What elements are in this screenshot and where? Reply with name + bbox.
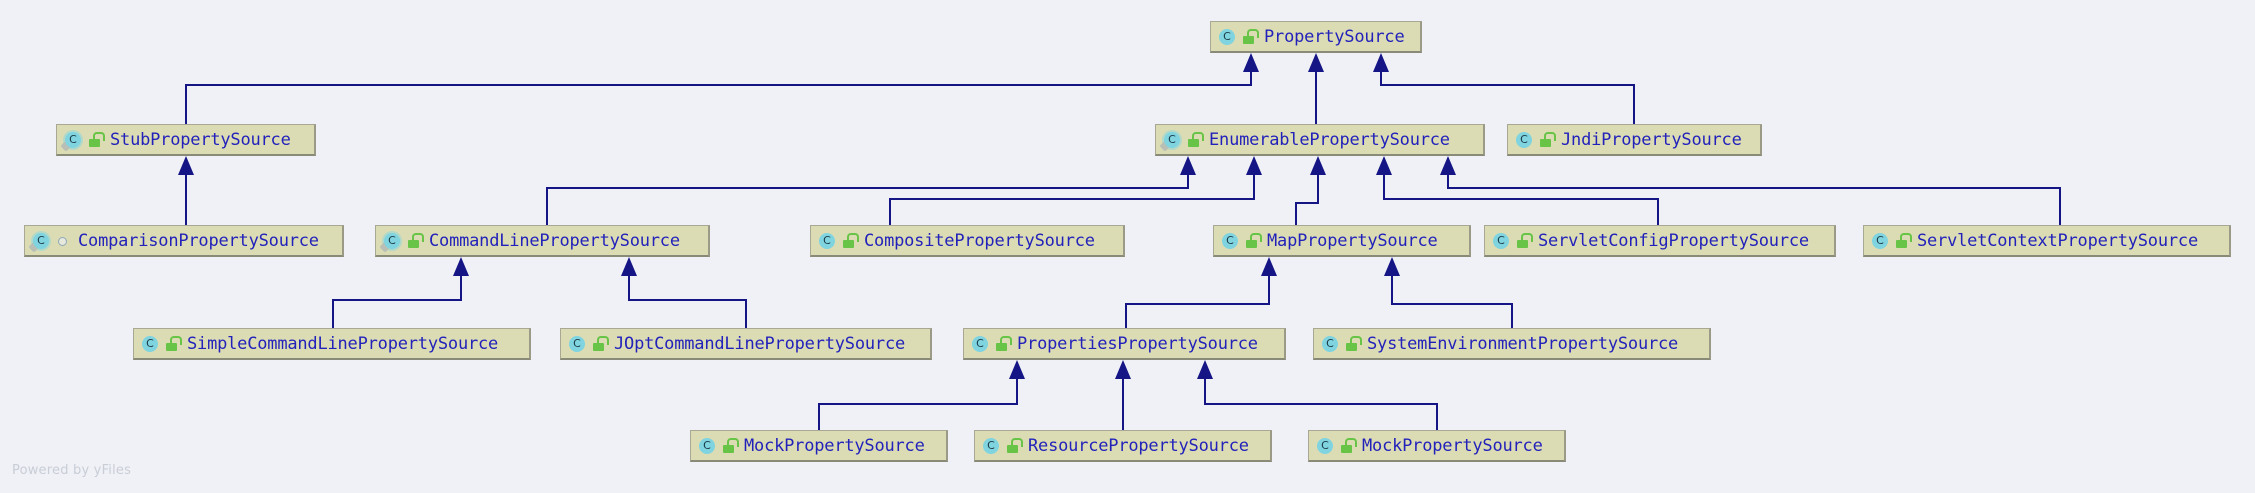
lock-icon <box>165 336 182 351</box>
arrowhead-jndi-to-propertysource <box>1373 53 1389 72</box>
edge-systemenvironment-to-map <box>1391 270 1513 328</box>
lock-icon <box>1340 438 1357 453</box>
class-node-jopt-command-line-property-source[interactable]: C JOptCommandLinePropertySource <box>560 328 932 360</box>
edge-simplecommandline-to-commandline <box>332 270 462 328</box>
dot-icon <box>56 233 69 248</box>
class-node-servlet-config-property-source[interactable]: C ServletConfigPropertySource <box>1484 225 1836 257</box>
lock-icon <box>1345 336 1362 351</box>
class-icon: C <box>141 335 159 353</box>
class-node-label: PropertiesPropertySource <box>1017 333 1258 354</box>
class-node-command-line-property-source[interactable]: C CommandLinePropertySource <box>375 225 710 257</box>
class-node-label: ResourcePropertySource <box>1028 435 1249 456</box>
class-icon: C <box>1316 437 1334 455</box>
edge-commandline-to-enumerable <box>546 169 1189 225</box>
arrowhead-commandline-to-enumerable <box>1180 156 1196 175</box>
arrowhead-enumerable-to-propertysource <box>1308 53 1324 72</box>
class-icon: C <box>1492 232 1510 250</box>
class-node-properties-property-source[interactable]: C PropertiesPropertySource <box>963 328 1286 360</box>
arrowhead-composite-to-enumerable <box>1246 156 1262 175</box>
edge-properties-to-map <box>1125 270 1270 328</box>
edge-joptcommandline-to-commandline <box>628 270 747 328</box>
class-node-label: SystemEnvironmentPropertySource <box>1367 333 1679 354</box>
edge-jndi-to-propertysource <box>1380 66 1635 124</box>
arrowhead-comparison-to-stub <box>178 156 194 175</box>
edge-mock2-to-properties <box>1204 373 1438 430</box>
class-node-mock-property-source-2[interactable]: C MockPropertySource <box>1308 430 1566 462</box>
class-abstract-icon: C <box>379 230 402 253</box>
class-node-label: ComparisonPropertySource <box>78 230 319 251</box>
arrowhead-joptcommandline-to-commandline <box>621 257 637 276</box>
arrowhead-stub-to-propertysource <box>1243 53 1259 72</box>
class-icon: C <box>1871 232 1889 250</box>
arrowhead-servletcontext-to-enumerable <box>1440 156 1456 175</box>
arrowhead-mock2-to-properties <box>1197 360 1213 379</box>
class-node-label: CompositePropertySource <box>864 230 1095 251</box>
class-node-system-environment-property-source[interactable]: C SystemEnvironmentPropertySource <box>1313 328 1711 360</box>
class-icon: C <box>1218 28 1236 46</box>
lock-icon <box>1516 233 1533 248</box>
class-node-label: MockPropertySource <box>744 435 925 456</box>
class-node-mock-property-source-1[interactable]: C MockPropertySource <box>690 430 948 462</box>
class-node-label: PropertySource <box>1264 26 1405 47</box>
class-node-stub-property-source[interactable]: C StubPropertySource <box>56 124 316 156</box>
class-node-label: JOptCommandLinePropertySource <box>614 333 906 354</box>
class-node-label: ServletContextPropertySource <box>1917 230 2198 251</box>
lock-icon <box>1006 438 1023 453</box>
arrowhead-servletconfig-to-enumerable <box>1376 156 1392 175</box>
class-node-label: MapPropertySource <box>1267 230 1438 251</box>
class-icon: C <box>698 437 716 455</box>
class-node-property-source[interactable]: C PropertySource <box>1210 21 1422 53</box>
class-node-label: ServletConfigPropertySource <box>1538 230 1809 251</box>
class-icon: C <box>568 335 586 353</box>
class-icon: C <box>982 437 1000 455</box>
class-node-label: StubPropertySource <box>110 129 291 150</box>
edge-servletconfig-to-enumerable <box>1383 169 1659 225</box>
class-node-label: SimpleCommandLinePropertySource <box>187 333 499 354</box>
lock-icon <box>1245 233 1262 248</box>
class-node-resource-property-source[interactable]: C ResourcePropertySource <box>974 430 1272 462</box>
class-node-composite-property-source[interactable]: C CompositePropertySource <box>810 225 1125 257</box>
edge-mock1-to-properties <box>818 373 1018 430</box>
lock-icon <box>592 336 609 351</box>
class-icon: C <box>971 335 989 353</box>
lock-icon <box>995 336 1012 351</box>
lock-icon <box>722 438 739 453</box>
arrowhead-simplecommandline-to-commandline <box>453 257 469 276</box>
class-node-jndi-property-source[interactable]: C JndiPropertySource <box>1507 124 1762 156</box>
arrowhead-mock1-to-properties <box>1009 360 1025 379</box>
lock-icon <box>1187 132 1204 147</box>
class-icon: C <box>1515 131 1533 149</box>
class-node-label: MockPropertySource <box>1362 435 1543 456</box>
lock-icon <box>1895 233 1912 248</box>
class-abstract-icon: C <box>28 230 51 253</box>
lock-icon <box>1539 132 1556 147</box>
class-node-label: JndiPropertySource <box>1561 129 1742 150</box>
class-node-enumerable-property-source[interactable]: C EnumerablePropertySource <box>1155 124 1485 156</box>
arrowhead-systemenvironment-to-map <box>1384 257 1400 276</box>
lock-icon <box>1242 29 1259 44</box>
class-node-simple-command-line-property-source[interactable]: C SimpleCommandLinePropertySource <box>133 328 531 360</box>
class-node-map-property-source[interactable]: C MapPropertySource <box>1213 225 1471 257</box>
arrowhead-map-to-enumerable <box>1310 156 1326 175</box>
arrowhead-resource-to-properties <box>1115 360 1131 379</box>
class-abstract-icon: C <box>60 129 83 152</box>
class-node-label: CommandLinePropertySource <box>429 230 680 251</box>
class-icon: C <box>1221 232 1239 250</box>
arrowhead-properties-to-map <box>1261 257 1277 276</box>
class-icon: C <box>818 232 836 250</box>
edge-servletcontext-to-enumerable <box>1447 169 2061 225</box>
class-node-label: EnumerablePropertySource <box>1209 129 1450 150</box>
class-abstract-icon: C <box>1159 129 1182 152</box>
class-node-servlet-context-property-source[interactable]: C ServletContextPropertySource <box>1863 225 2231 257</box>
edge-stub-to-propertysource <box>185 66 1252 124</box>
class-node-comparison-property-source[interactable]: C ComparisonPropertySource <box>24 225 344 257</box>
edge-map-to-enumerable <box>1295 169 1319 225</box>
lock-icon <box>88 132 105 147</box>
yfiles-watermark: Powered by yFiles <box>12 463 132 478</box>
edge-composite-to-enumerable <box>889 169 1255 225</box>
lock-icon <box>407 233 424 248</box>
lock-icon <box>842 233 859 248</box>
class-icon: C <box>1321 335 1339 353</box>
